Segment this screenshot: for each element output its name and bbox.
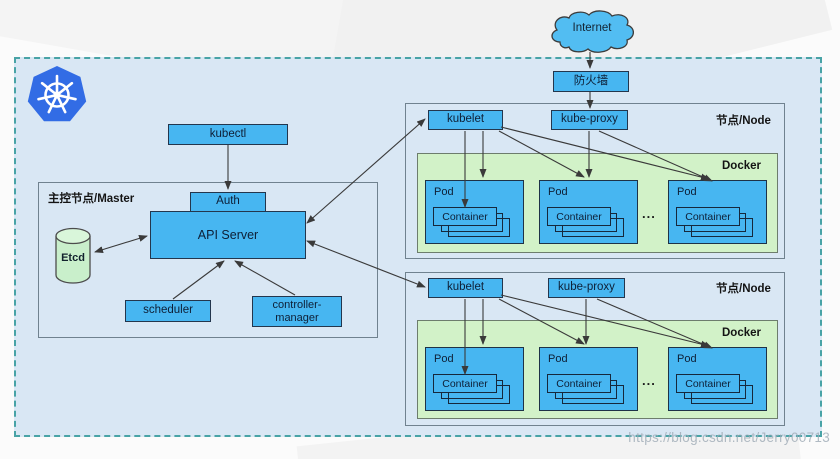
container-stack: Container	[676, 207, 762, 241]
container-stack: Container	[676, 374, 762, 408]
kubelet-label: kubelet	[446, 113, 485, 126]
node1-kubelet-box: kubelet	[428, 110, 503, 130]
controller-manager-box: controller-manager	[252, 296, 342, 327]
node2-docker-title: Docker	[722, 327, 761, 339]
node2-pod3: Pod Container	[668, 347, 767, 411]
scheduler-label: scheduler	[143, 304, 193, 317]
container-box: Container	[433, 374, 497, 393]
kubectl-box: kubectl	[168, 124, 288, 145]
container-stack: Container	[433, 207, 519, 241]
node1-title: 节点/Node	[716, 115, 771, 127]
node2-kube-proxy-box: kube-proxy	[548, 278, 625, 298]
csdn-watermark: https://blog.csdn.net/Jerry00713	[628, 430, 830, 445]
container-label: Container	[556, 377, 602, 390]
pod-label: Pod	[677, 353, 697, 365]
container-label: Container	[556, 210, 602, 223]
kubernetes-logo-icon	[26, 64, 88, 126]
node2-kubelet-box: kubelet	[428, 278, 503, 298]
more-pods-ellipsis: ...	[642, 206, 656, 221]
kubectl-label: kubectl	[209, 127, 247, 140]
firewall-label: 防火墙	[573, 74, 609, 87]
pod-label: Pod	[548, 186, 568, 198]
node1-pod3: Pod Container	[668, 180, 767, 244]
node1-kube-proxy-box: kube-proxy	[551, 110, 628, 130]
internet-cloud-icon: Internet	[546, 9, 638, 55]
node1-pod1: Pod Container	[425, 180, 524, 244]
container-label: Container	[685, 377, 731, 390]
container-label: Container	[442, 210, 488, 223]
container-stack: Container	[547, 374, 633, 408]
node2-pod1: Pod Container	[425, 347, 524, 411]
pod-label: Pod	[677, 186, 697, 198]
kubelet-label: kubelet	[446, 281, 485, 294]
node2-title: 节点/Node	[716, 283, 771, 295]
api-server-label: API Server	[197, 227, 259, 242]
container-box: Container	[676, 207, 740, 226]
container-box: Container	[547, 207, 611, 226]
container-box: Container	[433, 207, 497, 226]
node1-pod2: Pod Container	[539, 180, 638, 244]
pod-label: Pod	[434, 186, 454, 198]
pod-label: Pod	[434, 353, 454, 365]
master-title: 主控节点/Master	[48, 193, 135, 205]
more-pods-ellipsis: ...	[642, 373, 656, 388]
api-server-box: API Server	[150, 211, 306, 259]
kube-proxy-label: kube-proxy	[558, 281, 615, 294]
node1-docker-title: Docker	[722, 160, 761, 172]
kube-proxy-label: kube-proxy	[561, 113, 618, 126]
auth-box: Auth	[190, 192, 266, 212]
auth-label: Auth	[216, 195, 240, 208]
container-stack: Container	[547, 207, 633, 241]
pod-label: Pod	[548, 353, 568, 365]
controller-manager-label: controller-manager	[272, 298, 322, 324]
container-box: Container	[547, 374, 611, 393]
container-label: Container	[685, 210, 731, 223]
container-box: Container	[676, 374, 740, 393]
etcd-label: Etcd	[61, 252, 85, 264]
node2-frame	[405, 272, 785, 426]
etcd-cylinder-icon: Etcd	[53, 226, 93, 286]
internet-label: Internet	[572, 22, 612, 34]
container-label: Container	[442, 377, 488, 390]
node2-pod2: Pod Container	[539, 347, 638, 411]
container-stack: Container	[433, 374, 519, 408]
scheduler-box: scheduler	[125, 300, 211, 322]
firewall-box: 防火墙	[553, 71, 629, 92]
